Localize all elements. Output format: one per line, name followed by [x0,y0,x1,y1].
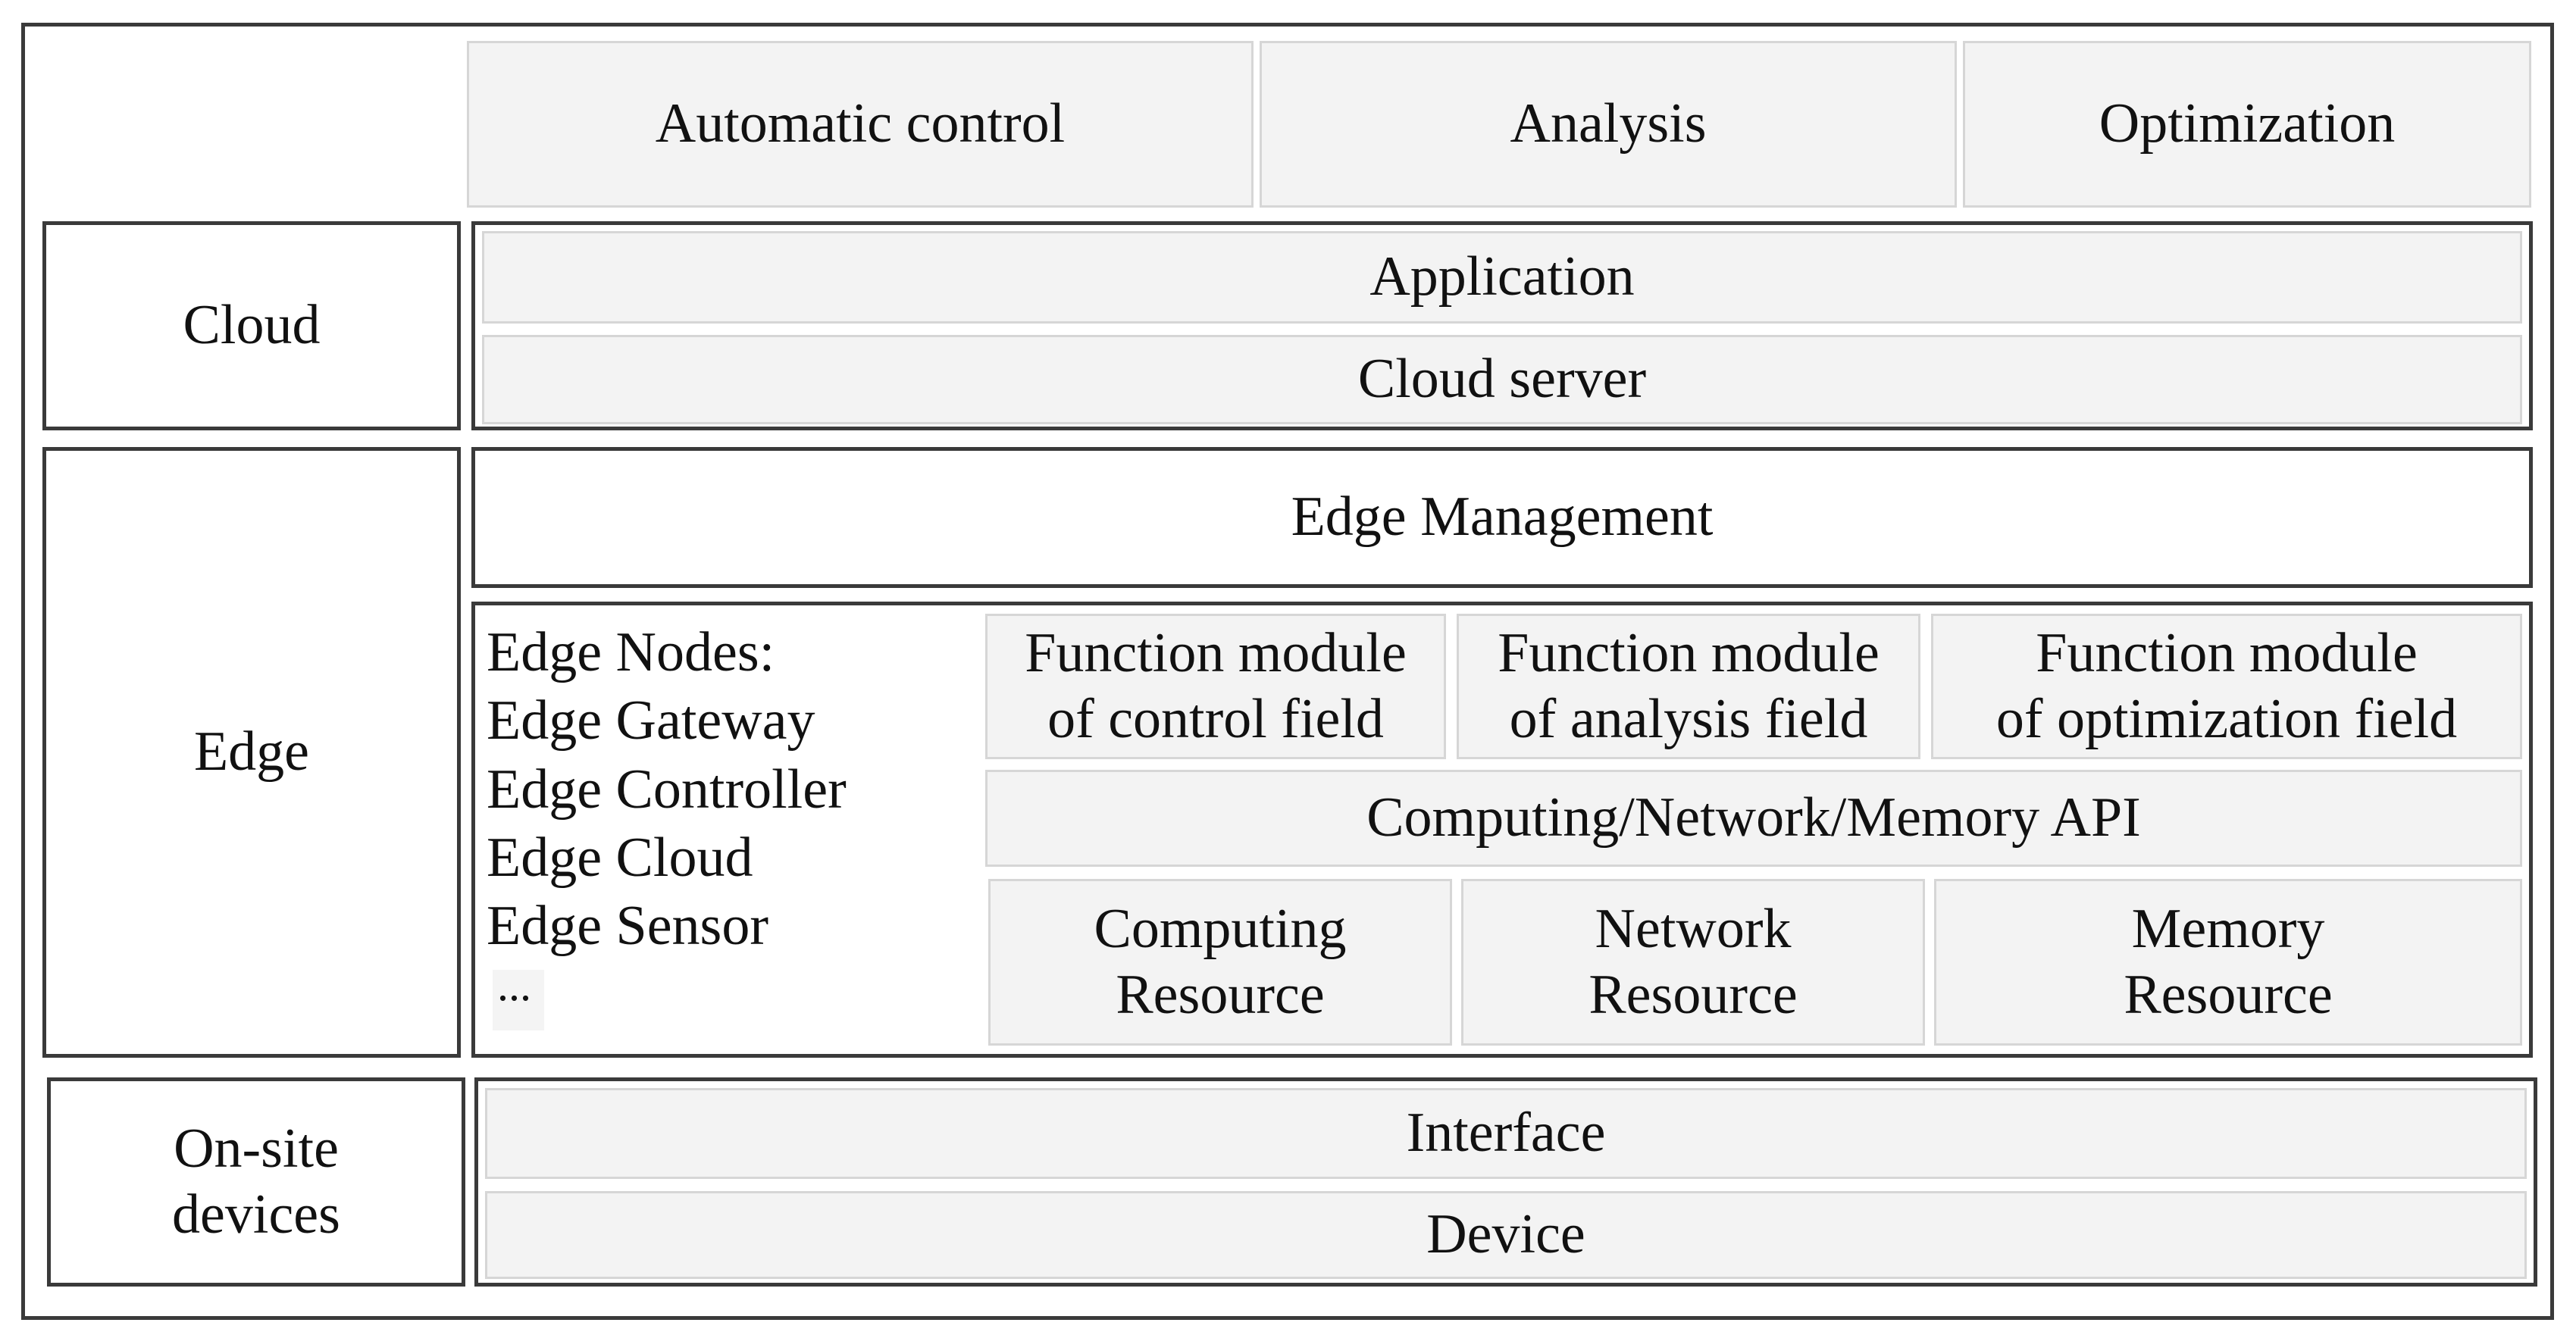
edge-node-item: Edge Controller [487,758,847,821]
onsite-label-line2: devices [172,1183,340,1246]
cloud-layer-label: Cloud [42,221,461,430]
onsite-layer-label: On-site devices [47,1077,465,1287]
edge-label: Edge [193,721,310,783]
diagram-frame [21,23,2554,1320]
edge-node-item: Edge Sensor [487,895,768,958]
function-module-analysis: Function module of analysis field [1457,614,1920,759]
device-row: Device [485,1191,2527,1279]
edge-management-label: Edge Management [1291,486,1714,549]
cloud-label: Cloud [183,294,321,357]
function-module-control: Function module of control field [985,614,1446,759]
edge-layer-label: Edge [42,447,461,1058]
edge-management-box: Edge Management [471,447,2533,588]
computing-network-memory-api: Computing/Network/Memory API [985,770,2522,867]
edge-node-item: Edge Cloud [487,826,753,889]
edge-node-item: Edge Gateway [487,689,815,752]
application-row: Application [482,231,2522,324]
edge-nodes-heading: Edge Nodes: [487,621,775,683]
function-optimization: Optimization [1963,41,2531,208]
interface-row: Interface [485,1088,2527,1179]
edge-node-item: ... [497,960,531,1011]
cloud-server-row: Cloud server [482,335,2522,424]
function-module-optimization: Function module of optimization field [1931,614,2522,759]
ellipsis-highlight [493,970,544,1030]
function-automatic-control: Automatic control [467,41,1254,208]
computing-resource: Computing Resource [988,879,1452,1046]
memory-resource: Memory Resource [1934,879,2522,1046]
network-resource: Network Resource [1461,879,1925,1046]
function-analysis: Analysis [1260,41,1957,208]
edge-node-list: Edge Nodes: Edge Gateway Edge Controller… [487,618,956,1010]
onsite-label-line1: On-site [174,1117,339,1180]
